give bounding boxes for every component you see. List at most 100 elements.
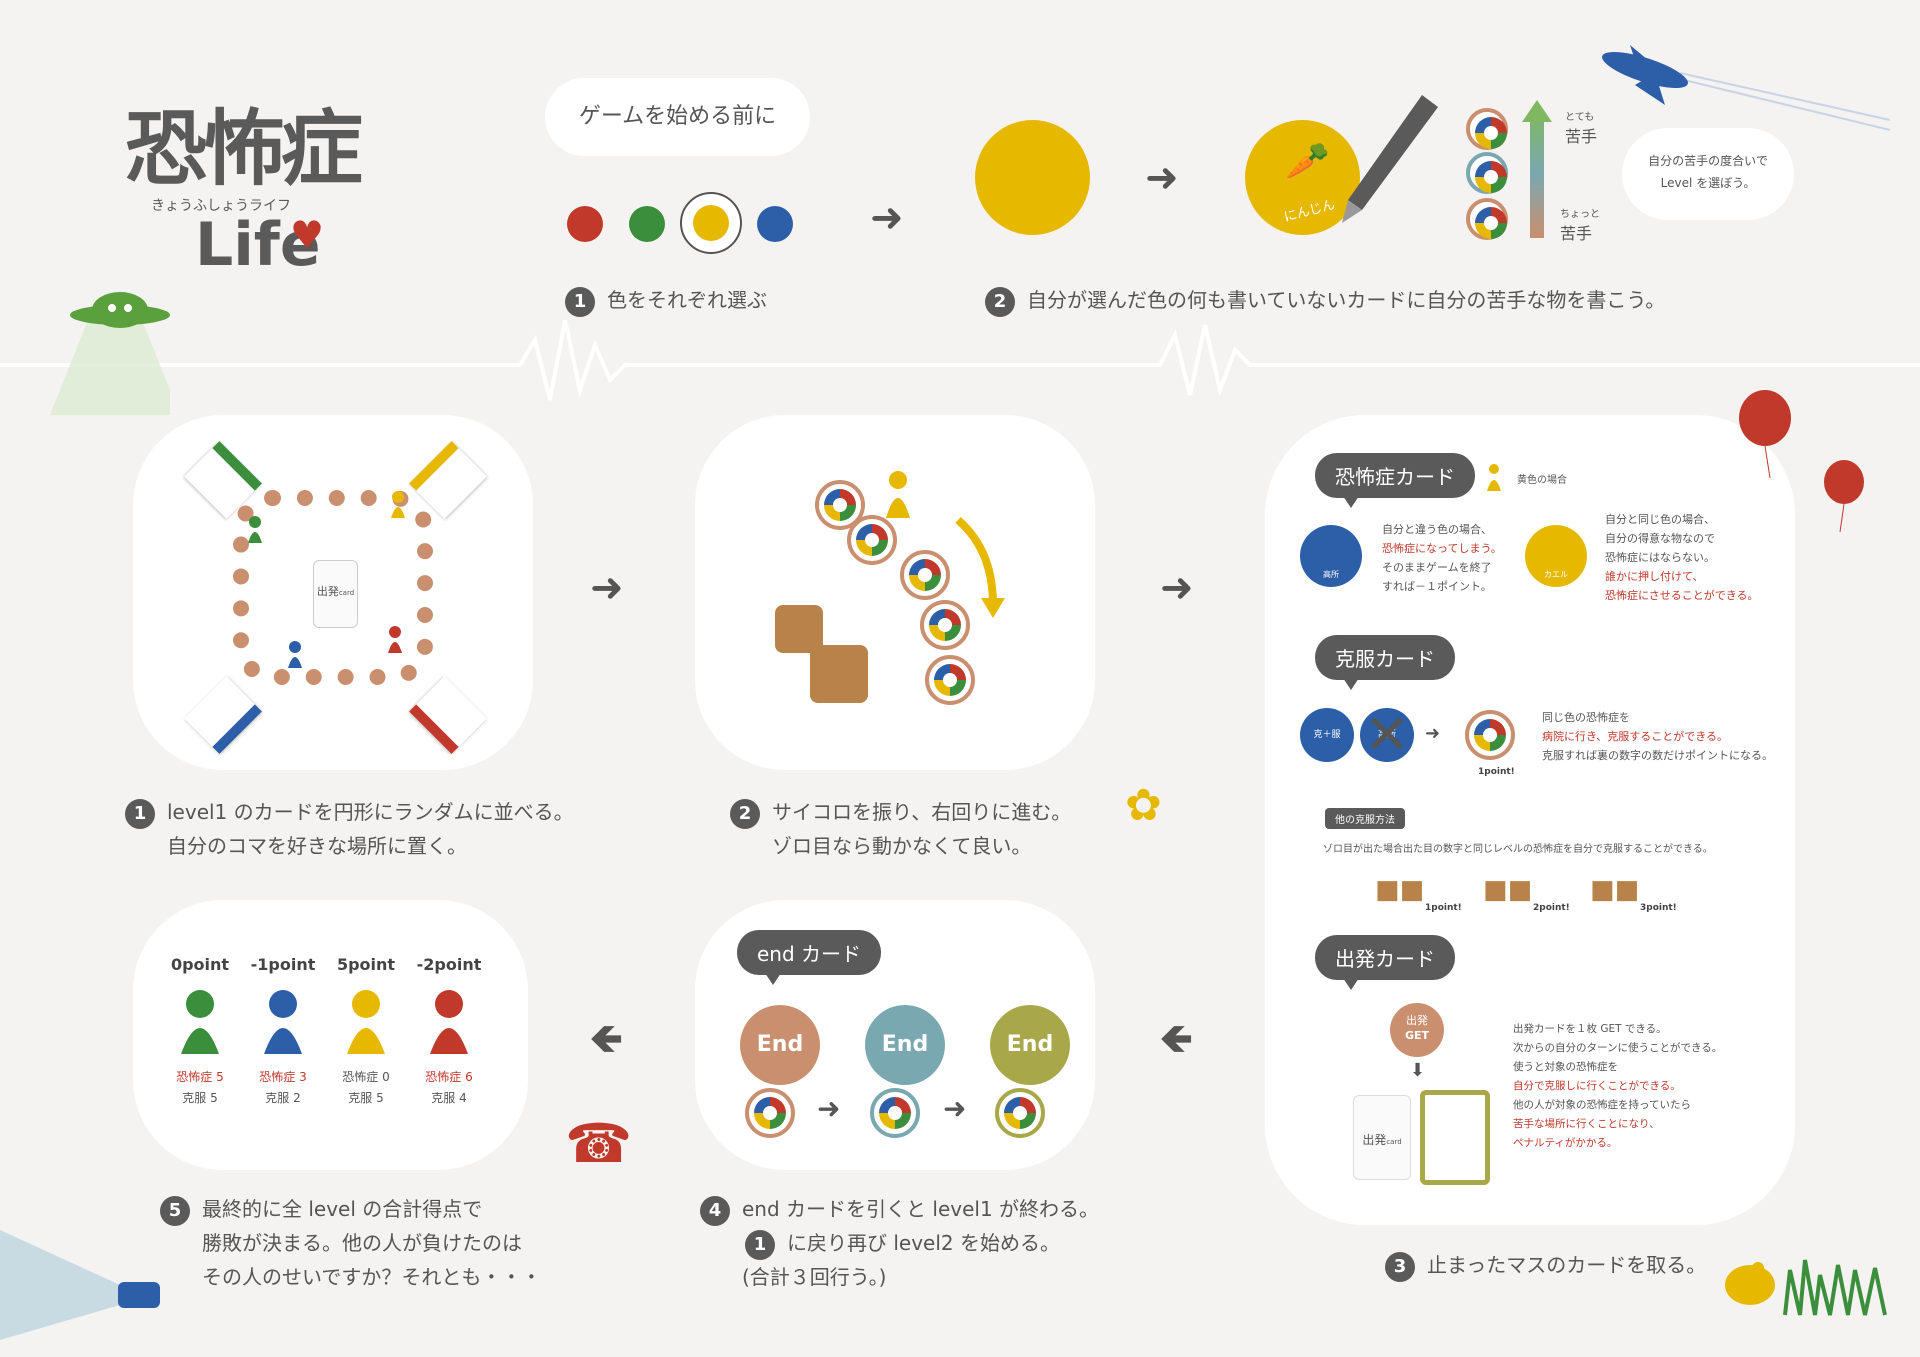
level-low: 苦手 (1560, 224, 1593, 243)
arrow-left-icon: 🡸 (590, 1016, 623, 1062)
player-point: -2point (416, 955, 482, 974)
airplane-icon (1602, 45, 1890, 131)
start-icon-bottom: GET (1404, 1029, 1430, 1042)
heart-icon: ♥ (290, 213, 325, 257)
overcome-text: 同じ色の恐怖症を 病院に行き、克服することができる。 克服すれば裏の数字の数だけ… (1542, 708, 1773, 765)
arrow-right-icon: ➜ (1145, 155, 1179, 201)
player-point: 0point (170, 955, 230, 974)
path-token (925, 655, 975, 705)
board-panel: 出発card (133, 415, 533, 770)
pawn-icon (430, 990, 468, 1054)
end-card-level2: End (865, 1005, 945, 1085)
path-token (847, 515, 897, 565)
color-yellow-selected[interactable] (680, 192, 742, 254)
logo-reading: きょうふしょうライフ (151, 198, 291, 214)
level-token-3 (1466, 108, 1508, 150)
start-get-icon: 出発 GET (1390, 1003, 1444, 1057)
left-text-1: 自分と違う色の場合、 (1382, 523, 1492, 536)
level-bubble: 自分の苦手の度合いで Level を選ぼう。 (1622, 128, 1794, 220)
player-overcome-count: 克服 4 (431, 1091, 467, 1105)
pawn-icon (264, 990, 302, 1054)
pawn-icon (181, 990, 219, 1054)
right-text-3: 恐怖症にはならない。 (1605, 551, 1715, 564)
overcome-text-2: 病院に行き、克服することができる。 (1542, 730, 1729, 743)
step-number: 2 (985, 286, 1015, 317)
blank-card (975, 120, 1090, 235)
point-1: 1point! (1425, 903, 1462, 913)
logo-title: 恐怖症 (125, 102, 363, 197)
end-panel: end カード End End End ➜ ➜ (695, 900, 1095, 1170)
right-text-2: 自分の得意な物なので (1605, 532, 1715, 545)
player-overcome-count: 克服 5 (182, 1091, 218, 1105)
level-low-small: ちょっと (1560, 209, 1600, 220)
start-text: 出発カードを１枚 GET できる。 次からの自分のターンに使うことができる。 使… (1513, 1020, 1722, 1153)
arrow-right-icon: ➜ (817, 1092, 841, 1125)
corner-card-blue (184, 676, 262, 754)
arrow-right-icon: ➜ (943, 1092, 967, 1125)
player-overcome-count: 克服 2 (265, 1091, 301, 1105)
color-green[interactable] (629, 206, 665, 242)
player-overcome-count: 克服 5 (348, 1091, 384, 1105)
left-text: 自分と違う色の場合、 恐怖症になってしまう。 そのままゲームを終了 すれば－１ポ… (1382, 520, 1502, 596)
phobia-card-title: 恐怖症カード (1315, 453, 1475, 508)
card-word: にんじん (1282, 197, 1337, 226)
arrow-right-icon: ➜ (1425, 723, 1441, 744)
level2-token (870, 1088, 920, 1138)
written-card: 🥕 にんじん (1245, 120, 1360, 235)
step4-line3: (合計３回行う。) (742, 1265, 887, 1289)
right-text-5: 恐怖症にさせることができる。 (1605, 589, 1759, 602)
frog-icon (1725, 1259, 1887, 1316)
pawn-red-icon (388, 626, 402, 653)
start-text-3: 使うと対象の恐怖症を (1513, 1061, 1618, 1073)
color-red[interactable] (567, 206, 603, 242)
step1-line2: 自分のコマを好きな場所に置く。 (167, 834, 467, 858)
telephone-icon: ☎ (565, 1112, 633, 1175)
crossed-phobia-icon: 高所 ✕ (1360, 708, 1414, 762)
pawn-blue-icon (288, 641, 302, 668)
level3-token (995, 1088, 1045, 1138)
curved-arrow-icon (955, 516, 1005, 618)
step3-line1: 止まったマスのカードを取る。 (1427, 1253, 1707, 1277)
overcome-card-title: 克服カード (1315, 635, 1455, 690)
board-ring (233, 490, 433, 685)
start-text-5: 他の人が対象の恐怖症を持っていたら (1513, 1099, 1691, 1111)
balloon-icon (1739, 390, 1791, 479)
step-number: 1 (745, 1229, 775, 1260)
level-token (1465, 710, 1515, 760)
carrot-icon: 🥕 (1285, 141, 1330, 182)
right-icon-label: カエル (1544, 570, 1568, 579)
player-phobia-count: 恐怖症 0 (342, 1070, 390, 1084)
dice-panel (695, 415, 1095, 770)
arrow-right-icon: ➜ (590, 565, 624, 611)
pawn-green-icon (248, 516, 262, 543)
overcome-icon-label: 克＋服 (1313, 730, 1341, 740)
start-card-title: 出発カード (1315, 935, 1455, 990)
start-card: 出発card (313, 560, 358, 628)
pawn-yellow-icon (886, 471, 910, 518)
pencil-icon (1342, 95, 1438, 223)
overcome-point: 1point! (1478, 767, 1515, 777)
start-card-sample-sub: card (1386, 1138, 1402, 1146)
yellow-case-label: 黄色の場合 (1517, 475, 1567, 486)
dice-pair: ■■ (1375, 875, 1425, 905)
intro-step1-text: 色をそれぞれ選ぶ (607, 288, 767, 312)
overcome-text-3: 克服すれば裏の数字の数だけポイントになる。 (1542, 749, 1773, 762)
level-bubble-line1: 自分の苦手の度合いで (1648, 154, 1768, 168)
intro-step2-text: 自分が選んだ色の何も書いていないカードに自分の苦手な物を書こう。 (1027, 288, 1666, 312)
crossed-icon-label: 高所 (1377, 730, 1396, 740)
color-blue[interactable] (757, 206, 793, 242)
arrow-up-icon (1522, 100, 1552, 122)
player-phobia-count: 恐怖症 3 (259, 1070, 307, 1084)
overcome-text-1: 同じ色の恐怖症を (1542, 711, 1630, 724)
arrow-right-icon: ➜ (1160, 565, 1194, 611)
pawn-icon (347, 990, 385, 1054)
step2-line2: ゾロ目なら動かなくて良い。 (772, 834, 1032, 858)
